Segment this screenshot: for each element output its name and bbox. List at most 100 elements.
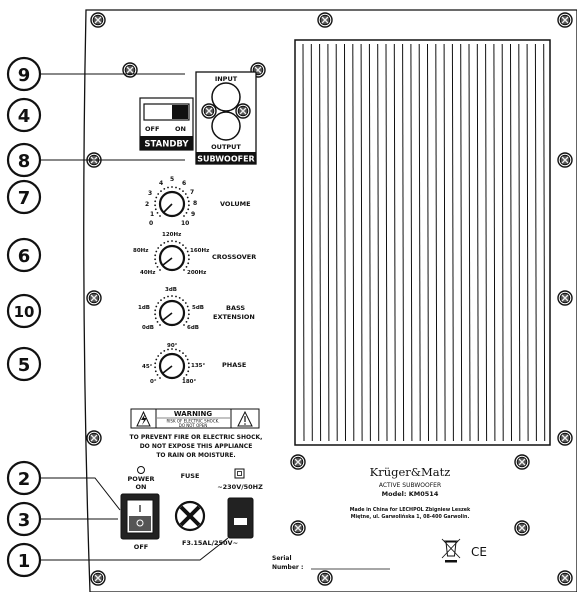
knob-scale-dot — [167, 240, 169, 243]
heatsink-fin — [485, 43, 488, 442]
knob-scale-dot — [187, 362, 190, 365]
knob-scale-dot — [155, 196, 158, 199]
volume-label: VOLUME — [220, 200, 251, 208]
knob-scale-dot — [183, 269, 185, 271]
standby-on-label: ON — [175, 125, 186, 133]
knob-scale-dot — [185, 212, 188, 214]
bass-extension-tick: 1dB — [138, 305, 150, 311]
knob-scale-dot — [183, 324, 185, 326]
callout-6: 6 — [6, 237, 42, 273]
power-inlet[interactable] — [227, 497, 254, 539]
knob-scale-dot — [155, 358, 158, 361]
subwoofer-io-panel: INPUT OUTPUT SUBWOOFER — [195, 71, 257, 165]
lightning-warning-icon — [136, 410, 151, 427]
heatsink-fin — [302, 43, 305, 442]
phase-tick: 45° — [142, 364, 153, 370]
knob-scale-dot — [185, 374, 188, 376]
screw-icon — [90, 570, 106, 586]
input-label: INPUT — [215, 75, 238, 83]
knob-scale-dot — [178, 188, 181, 190]
volume-tick: 9 — [191, 211, 195, 218]
phase-tick: 135° — [191, 363, 205, 369]
warning-text: TO PREVENT FIRE OR ELECTRIC SHOCK, — [130, 434, 263, 441]
screw-icon — [290, 520, 306, 536]
exclamation-warning-icon — [237, 410, 253, 427]
volume-tick: 8 — [193, 200, 197, 207]
power-switch[interactable] — [120, 493, 160, 540]
knob-scale-dot — [167, 348, 169, 351]
knob-scale-dot — [154, 309, 157, 312]
screw-icon — [86, 290, 102, 306]
screw-icon — [557, 290, 573, 306]
callout-10: 10 — [6, 293, 42, 329]
heatsink-fin — [476, 43, 479, 442]
standby-switch[interactable]: OFF ON STANDBY — [139, 97, 194, 151]
screw-icon — [122, 62, 138, 78]
heatsink-fin — [493, 43, 496, 442]
knob-scale-dot — [154, 262, 157, 265]
knob-scale-dot — [171, 348, 173, 350]
knob-scale-dot — [154, 258, 157, 261]
callout-3: 3 — [6, 501, 42, 537]
knob-scale-dot — [188, 366, 190, 369]
knob-scale-dot — [154, 204, 157, 207]
callout-9: 9 — [6, 56, 42, 92]
heatsink-fin — [327, 43, 330, 442]
knob-scale-dot — [175, 348, 177, 351]
heatsink-fin — [427, 43, 429, 442]
weee-bin-icon — [441, 538, 461, 563]
knob-scale-dot — [178, 350, 181, 352]
knob-scale-dot — [157, 193, 160, 195]
heatsink — [294, 39, 551, 446]
knob-scale-dot — [184, 355, 187, 357]
brand-label: Krüger&Matz ACTIVE SUBWOOFER Model: KM05… — [350, 465, 471, 520]
bass-extension-tick: 3dB — [165, 287, 177, 293]
manufacturer-address: Miętne, ul. Garwolińska 1, 08-400 Garwol… — [351, 513, 470, 520]
heatsink-fin — [385, 43, 388, 442]
knob-scale-dot — [154, 370, 157, 373]
heatsink-fin — [435, 43, 438, 442]
heatsink-fin — [310, 43, 313, 442]
knob-scale-dot — [188, 258, 190, 261]
knob-scale-dot — [159, 324, 161, 326]
heatsink-fin — [501, 43, 504, 442]
knob-scale-dot — [185, 321, 188, 323]
knob-scale-dot — [186, 358, 189, 361]
output-jack[interactable] — [211, 111, 241, 141]
heatsink-fin — [360, 43, 363, 442]
knob-scale-dot — [154, 313, 157, 316]
knob-scale-dot — [171, 186, 173, 188]
serial-label: Serial — [272, 555, 292, 562]
volume-tick: 4 — [159, 180, 163, 187]
screw-icon — [557, 570, 573, 586]
knob-scale-dot — [186, 250, 189, 253]
knob-scale-dot — [155, 305, 158, 308]
knob-scale-dot — [160, 299, 162, 301]
heatsink-fin — [534, 43, 537, 442]
bass-extension-knob[interactable] — [154, 295, 190, 327]
callout-number: 2 — [18, 469, 31, 490]
screw-icon — [235, 103, 251, 119]
crossover-label: CROSSOVER — [212, 253, 256, 261]
callout-1: 1 — [6, 542, 42, 578]
knob-scale-dot — [160, 244, 162, 247]
knob-scale-dot — [187, 309, 190, 312]
callout-number: 4 — [18, 106, 31, 127]
volume-tick: 3 — [148, 190, 152, 197]
fuse-rating: F3.15AL/250V~ — [182, 539, 238, 547]
volume-tick: 7 — [190, 189, 194, 196]
crossover-tick: 80Hz — [133, 248, 148, 254]
bass-extension-tick: 5dB — [192, 305, 204, 311]
knob-scale-dot — [156, 212, 159, 214]
heatsink-fin — [451, 43, 454, 442]
crossover-knob[interactable] — [154, 240, 190, 272]
input-jack[interactable] — [211, 82, 241, 112]
knob-scale-dot — [182, 190, 184, 193]
phase-label: PHASE — [222, 361, 246, 369]
callout-7: 7 — [6, 179, 42, 215]
volume-knob[interactable] — [154, 186, 190, 218]
knob-scale-dot — [163, 188, 166, 190]
fuse-holder[interactable] — [174, 500, 206, 532]
crossover-tick: 160Hz — [190, 248, 209, 254]
phase-knob[interactable] — [154, 348, 190, 380]
